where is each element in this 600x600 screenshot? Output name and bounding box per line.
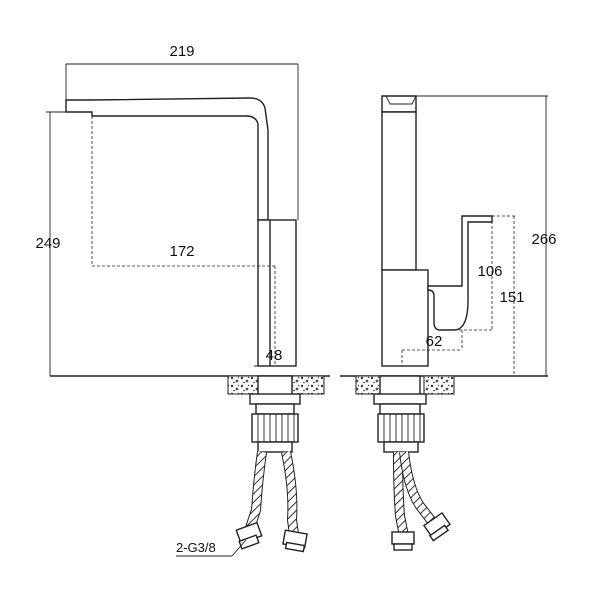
side-countertop-right [423,375,455,395]
dimension-label-height-front: 249 [35,235,60,252]
side-mounting-nut [377,413,425,443]
side-lever-handle [427,215,493,331]
dimension-label-reach: 172 [169,243,194,260]
dimension-label-height-side: 266 [531,231,556,248]
front-hose-fitting-right [282,529,308,553]
dimension-height-front: 249 [35,111,92,376]
dimension-width-total: 219 [65,43,299,220]
side-body [381,269,429,367]
dimension-body-width: 48 [254,347,296,367]
connection-label-group: 2-G3/8 [176,539,247,557]
dimension-label-body-height: 151 [499,289,524,306]
front-view: 219 249 172 48 [35,43,330,557]
dimension-handle-offset: 62 [401,330,463,366]
dimension-label-handle-height: 106 [477,263,502,280]
connection-label: 2-G3/8 [176,540,216,555]
dimension-reach: 172 [91,116,276,366]
front-body [257,219,297,367]
dimension-handle-height: 106 [454,215,503,331]
side-column [381,111,417,271]
dimension-label-handle-offset: 62 [426,333,443,350]
front-countertop-left [227,375,259,395]
dimension-height-side: 266 [416,95,557,376]
front-hose-fitting-left [235,521,263,550]
dimension-label-width-total: 219 [169,43,194,60]
front-mounting-nut [251,413,299,443]
side-hose-fitting-left [391,531,415,551]
front-spout [65,97,269,221]
side-countertop-left [355,375,381,395]
side-hose-fitting-right [422,511,452,542]
side-view: 266 106 151 62 [340,95,557,551]
dimension-body-height: 151 [492,215,525,376]
dimension-label-body-width: 48 [266,347,283,364]
front-countertop-right [291,375,325,395]
